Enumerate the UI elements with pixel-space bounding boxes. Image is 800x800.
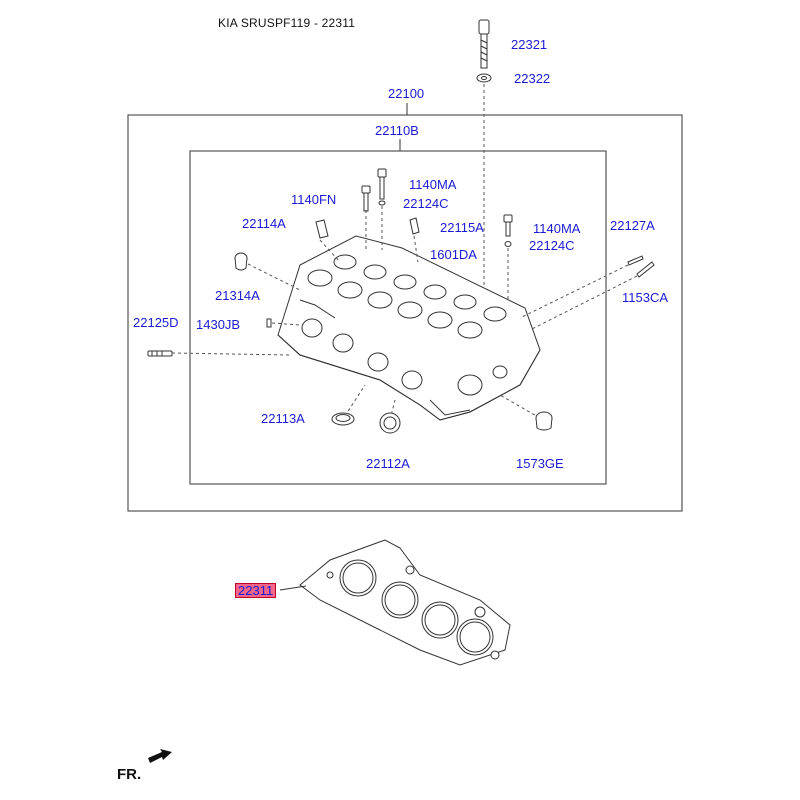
label-1601da[interactable]: 1601DA (430, 247, 477, 262)
label-22113a[interactable]: 22113A (261, 411, 305, 426)
label-22322[interactable]: 22322 (514, 71, 551, 86)
label-1140fn[interactable]: 1140FN (291, 192, 337, 207)
stud-22127a (627, 255, 644, 266)
front-arrow-icon (148, 749, 172, 763)
bolt-1140fn (361, 185, 371, 212)
label-22100[interactable]: 22100 (388, 86, 425, 101)
label-1153ca[interactable]: 1153CA (622, 290, 669, 305)
stud-22125d (147, 350, 173, 357)
label-1140ma-b[interactable]: 1140MA (533, 221, 581, 236)
label-22110b[interactable]: 22110B (375, 123, 419, 138)
label-22114a[interactable]: 22114A (242, 216, 286, 231)
bolt-22321 (478, 19, 490, 69)
assembly-box-22100 (127, 114, 683, 512)
stud-1153ca (636, 261, 655, 278)
label-1140ma-a[interactable]: 1140MA (409, 177, 457, 192)
label-22115a[interactable]: 22115A (440, 220, 484, 235)
label-1573ge[interactable]: 1573GE (516, 456, 564, 471)
label-22124c-a[interactable]: 22124C (403, 196, 449, 211)
washer-22124c-a (378, 200, 386, 206)
seal-22112a (379, 412, 401, 434)
label-21314a[interactable]: 21314A (215, 288, 260, 303)
diagram-title: KIA SRUSPF119 - 22311 (218, 16, 356, 30)
plug-21314a (234, 252, 248, 271)
label-22311-highlighted[interactable]: 22311 (235, 583, 277, 598)
label-22124c-b[interactable]: 22124C (529, 238, 575, 253)
bolt-1140ma-a (377, 168, 387, 200)
dowel-22115a (409, 217, 420, 235)
head-gasket-22311 (299, 539, 511, 666)
label-1430jb[interactable]: 1430JB (196, 317, 241, 332)
washer-22322 (476, 73, 492, 83)
label-22125d[interactable]: 22125D (133, 315, 179, 330)
label-22127a[interactable]: 22127A (610, 218, 655, 233)
front-direction-label: FR. (117, 766, 142, 783)
label-22321[interactable]: 22321 (511, 37, 548, 52)
cylinder-head (277, 235, 541, 421)
dowel-22114a (315, 219, 329, 239)
assembly-box-22110b (189, 150, 607, 485)
seal-22113a (331, 412, 355, 426)
bolt-1140ma-b (503, 214, 513, 247)
plug-1573ge (535, 411, 553, 431)
label-22112a[interactable]: 22112A (366, 456, 410, 471)
